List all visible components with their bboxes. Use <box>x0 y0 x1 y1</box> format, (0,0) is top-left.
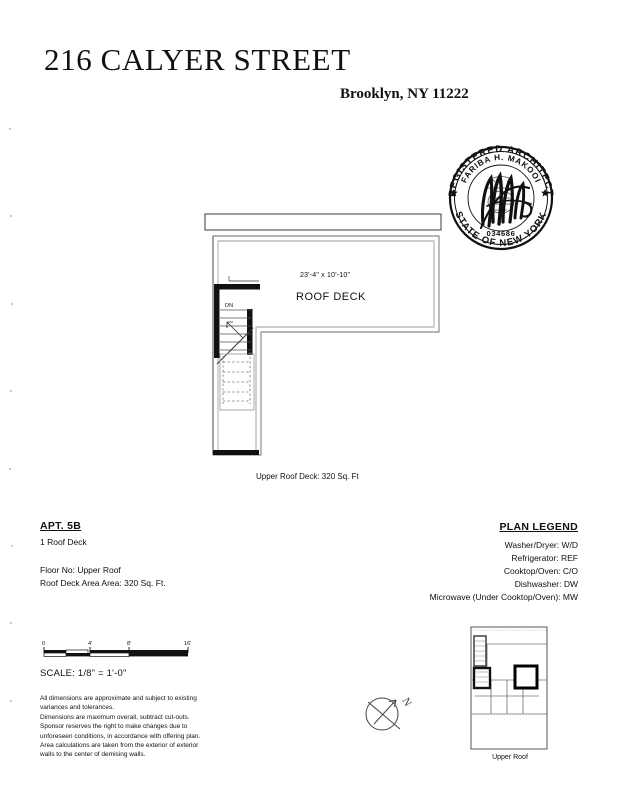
north-arrow-label: N <box>399 696 413 709</box>
plan-roof-deck-parapet-inner <box>218 240 435 455</box>
scale-bar-segments <box>43 649 188 657</box>
apartment-area: Roof Deck Area Area: 320 Sq. Ft. <box>40 578 166 588</box>
scale-tick-label: 4' <box>88 641 92 647</box>
scan-artifact <box>10 622 12 624</box>
plan-stairwell-outline <box>219 353 255 411</box>
scan-artifact <box>9 128 11 130</box>
plan-legend-title: PLAN LEGEND <box>499 521 578 533</box>
disclaimer-line: Dimensions are maximum overall, subtract… <box>40 713 190 721</box>
plan-dimension-label: 23'-4" x 10'-10" <box>300 272 351 279</box>
plan-area-caption: Upper Roof Deck: 320 Sq. Ft <box>256 472 359 481</box>
plan-outer-walls <box>204 213 442 231</box>
scale-tick-label: 0 <box>42 641 45 647</box>
disclaimer-line: unforeseen conditions, in accordance wit… <box>40 732 201 740</box>
page-subtitle: Brooklyn, NY 11222 <box>340 86 469 102</box>
scale-text: SCALE: 1/8" = 1'-0" <box>40 668 127 679</box>
keyplan-stair-core <box>472 635 492 690</box>
scan-artifact <box>11 303 13 305</box>
legend-item: Refrigerator: REF <box>511 553 578 563</box>
architect-seal-stamp: REGISTERED ARCHITECT FARIBA H. MAKOOI ST… <box>437 136 565 254</box>
apartment-name: APT. 5B <box>40 520 82 532</box>
plan-door-threshold <box>228 276 259 282</box>
architect-signature <box>479 171 533 230</box>
floor-plan-drawing <box>203 212 443 457</box>
plan-stair-enclosure <box>214 284 260 358</box>
apartment-room-count: 1 Roof Deck <box>40 537 87 547</box>
legend-item: Cooktop/Oven: C/O <box>503 566 578 576</box>
plan-legend-list: Washer/Dryer: W/D Refrigerator: REF Cook… <box>430 539 578 604</box>
north-arrow-icon: N <box>360 684 416 736</box>
disclaimer-line: walls to the center of demising walls. <box>40 751 146 759</box>
scale-tick-label: 8' <box>127 641 131 647</box>
disclaimer-line: All dimensions are approximate and subje… <box>40 695 197 702</box>
disclaimer-text: All dimensions are approximate and subje… <box>40 694 240 760</box>
key-plan-thumbnail <box>461 624 559 752</box>
disclaimer-line: Sponsor reserves the right to make chang… <box>40 723 188 731</box>
apartment-floor-no: Floor No: Upper Roof <box>40 565 121 575</box>
legend-item: Dishwasher: DW <box>514 579 578 589</box>
scan-artifact <box>10 390 12 392</box>
disclaimer-line: variances and tolerances. <box>40 704 115 712</box>
scale-tick-label: 16' <box>184 641 191 647</box>
page-title: 216 CALYER STREET <box>44 42 351 77</box>
plan-legend: PLAN LEGEND Washer/Dryer: W/D Refrigerat… <box>430 521 578 604</box>
scan-artifact <box>10 215 12 217</box>
plan-stair-treads-upper <box>220 309 251 351</box>
scan-artifact <box>11 545 13 547</box>
scale-bar-graphic: 0 4' 8' 16' <box>40 638 195 664</box>
key-plan-caption: Upper Roof <box>492 754 528 761</box>
plan-stair-treads-lower <box>222 352 251 404</box>
scan-artifact <box>10 700 12 702</box>
plan-stair-direction-arrow <box>226 321 244 339</box>
legend-item: Microwave (Under Cooktop/Oven): MW <box>429 592 578 602</box>
plan-stair-direction-label: DN <box>225 303 234 309</box>
seal-star-icon <box>449 188 550 197</box>
disclaimer-line: Area calculations are taken from the ext… <box>40 742 199 750</box>
scan-artifact <box>9 468 11 470</box>
apartment-info-block: APT. 5B 1 Roof Deck Floor No: Upper Roof… <box>40 520 166 590</box>
plan-room-label: ROOF DECK <box>296 291 366 303</box>
plan-roof-deck-parapet <box>212 235 440 456</box>
keyplan-highlighted-unit <box>513 664 539 690</box>
seal-license-number: 034686 <box>487 229 516 238</box>
plan-bottom-wall <box>213 450 259 455</box>
legend-item: Washer/Dryer: W/D <box>504 540 578 550</box>
